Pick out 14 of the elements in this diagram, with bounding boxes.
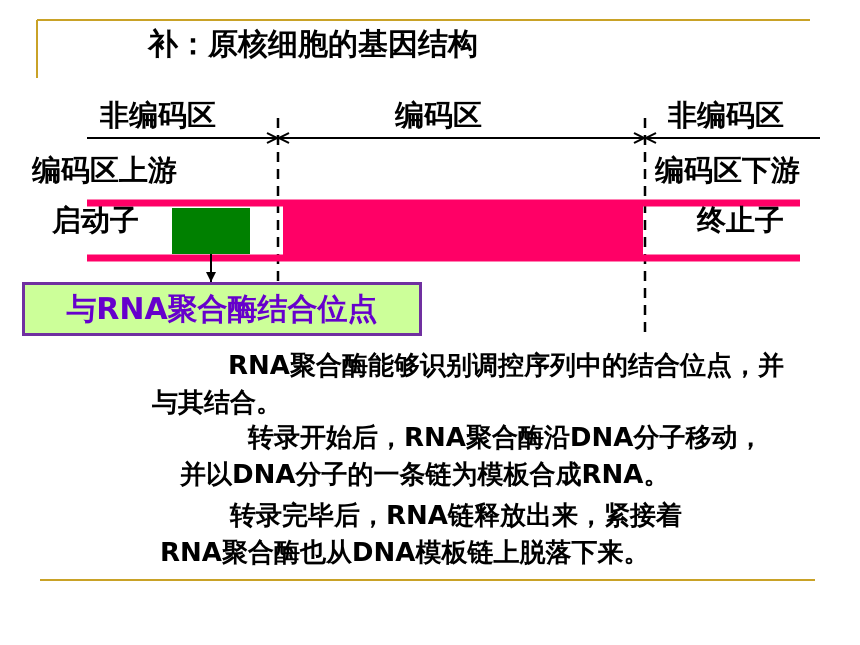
paragraph: 转录开始后，RNA聚合酶沿DNA分子移动，并以DNA分子的一条链为模板合成RNA。: [180, 422, 764, 492]
arrow: [206, 254, 216, 282]
region-label: 编码区下游: [655, 153, 800, 187]
region-label: 编码区: [395, 98, 482, 132]
region-label: 编码区上游: [32, 153, 177, 187]
region-label: 终止子: [697, 203, 784, 237]
title: 补：原核细胞的基因结构: [148, 28, 478, 62]
paragraph: 转录完毕后，RNA链释放出来，紧接着RNA聚合酶也从DNA模板链上脱落下来。: [160, 500, 683, 570]
region-label: 非编码区: [668, 98, 784, 132]
paragraph: RNA聚合酶能够识别调控序列中的结合位点，并与其结合。: [152, 350, 785, 420]
binding-site-box: 与RNA聚合酶结合位点: [22, 282, 422, 336]
region-label: 非编码区: [100, 98, 216, 132]
region-label: 启动子: [52, 203, 139, 237]
promoter-box: [172, 208, 250, 254]
